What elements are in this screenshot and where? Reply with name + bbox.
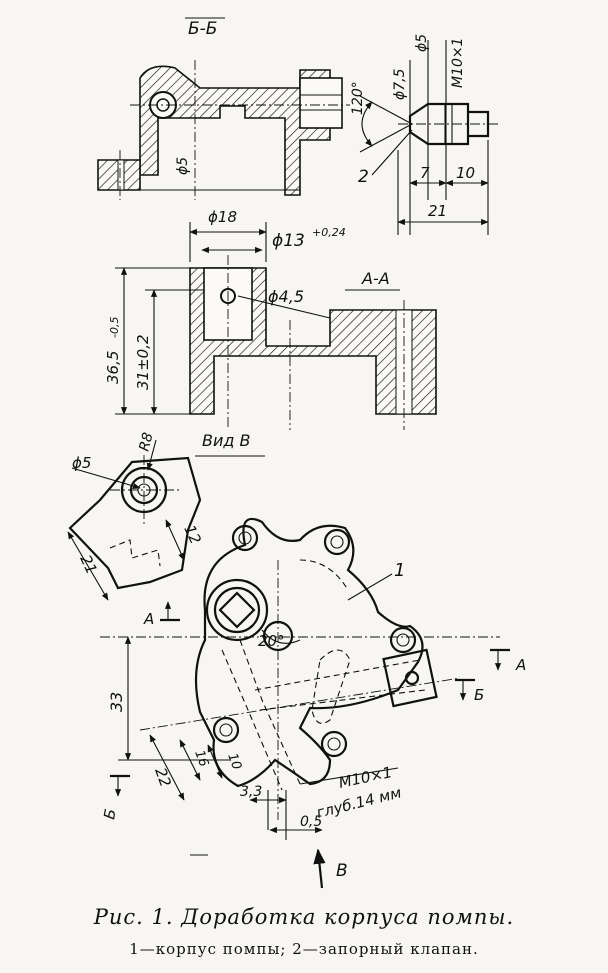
dim-d75: ϕ7,5: [392, 68, 408, 100]
figure-caption-title: Рис. 1. Доработка корпуса помпы.: [93, 905, 515, 929]
arrow-b-label: В: [336, 861, 348, 881]
section-aa: ϕ18 ϕ13 +0,24 ϕ4,5 А-А 36,5 -0,5 31±0,2: [104, 208, 437, 430]
cut-b-right: Б: [474, 686, 484, 704]
dim-len21-bolt: 21: [428, 202, 447, 220]
dim-h365: 36,5: [104, 351, 122, 384]
dim-len7: 7: [420, 164, 430, 182]
dim-d5-viewb: ϕ5: [72, 454, 91, 472]
dim-r8: R8: [136, 431, 156, 453]
dim-d13-tol: +0,24: [312, 226, 346, 239]
section-bb-label: Б-Б: [188, 19, 217, 39]
cut-b-left: Б: [100, 807, 120, 820]
dim-d45: ϕ4,5: [268, 287, 304, 306]
main-view: 20° 33 22 16 10 M10×1 глуб.14 мм 3,3 0,5…: [100, 517, 500, 840]
dim-angle-120: 120°: [350, 81, 366, 115]
dim-len16: 16: [191, 748, 211, 769]
housing-outline: [194, 517, 424, 788]
part-2-label: 2: [358, 167, 369, 187]
dim-d18: ϕ18: [208, 208, 237, 226]
dim-depth: глуб.14 мм: [315, 783, 404, 821]
dim-h31: 31±0,2: [134, 334, 152, 390]
bb-body: [139, 65, 331, 196]
section-bb: Б-Б ϕ5: [97, 17, 350, 200]
technical-drawing: Б-Б ϕ5: [67, 17, 526, 889]
dim-angle-20: 20°: [258, 632, 285, 650]
section-aa-label: А-А: [361, 269, 390, 288]
dim-len10: 10: [456, 164, 475, 182]
dim-m10x1: M10×1: [450, 37, 466, 88]
dim-len10-main: 10: [224, 751, 244, 772]
part-1-label: 1: [394, 560, 405, 581]
dim-len12: 12: [180, 522, 204, 547]
view-b-label: Вид В: [202, 431, 251, 450]
cut-markers: А А Б Б В: [100, 601, 526, 889]
dim-d5-top: ϕ5: [175, 157, 191, 175]
dim-len33: 3,3: [240, 784, 262, 800]
dim-len22: 22: [151, 765, 174, 789]
dim-h365-tol: -0,5: [108, 317, 121, 338]
detail-viewb: ϕ5 R8 21 12: [67, 431, 205, 601]
dim-d13: ϕ13: [272, 231, 305, 251]
dim-h33: 33: [107, 692, 126, 712]
cut-a-right: А: [515, 656, 526, 674]
figure-caption-legend: 1—корпус помпы; 2—запорный клапан.: [129, 940, 479, 958]
cut-a-left: А: [143, 610, 154, 628]
valve-part-2: ϕ7,5 ϕ5 M10×1 120° 7 10 21 2: [350, 34, 500, 235]
dim-d5-bolt: ϕ5: [414, 34, 430, 52]
dim-len05: 0,5: [300, 814, 322, 830]
